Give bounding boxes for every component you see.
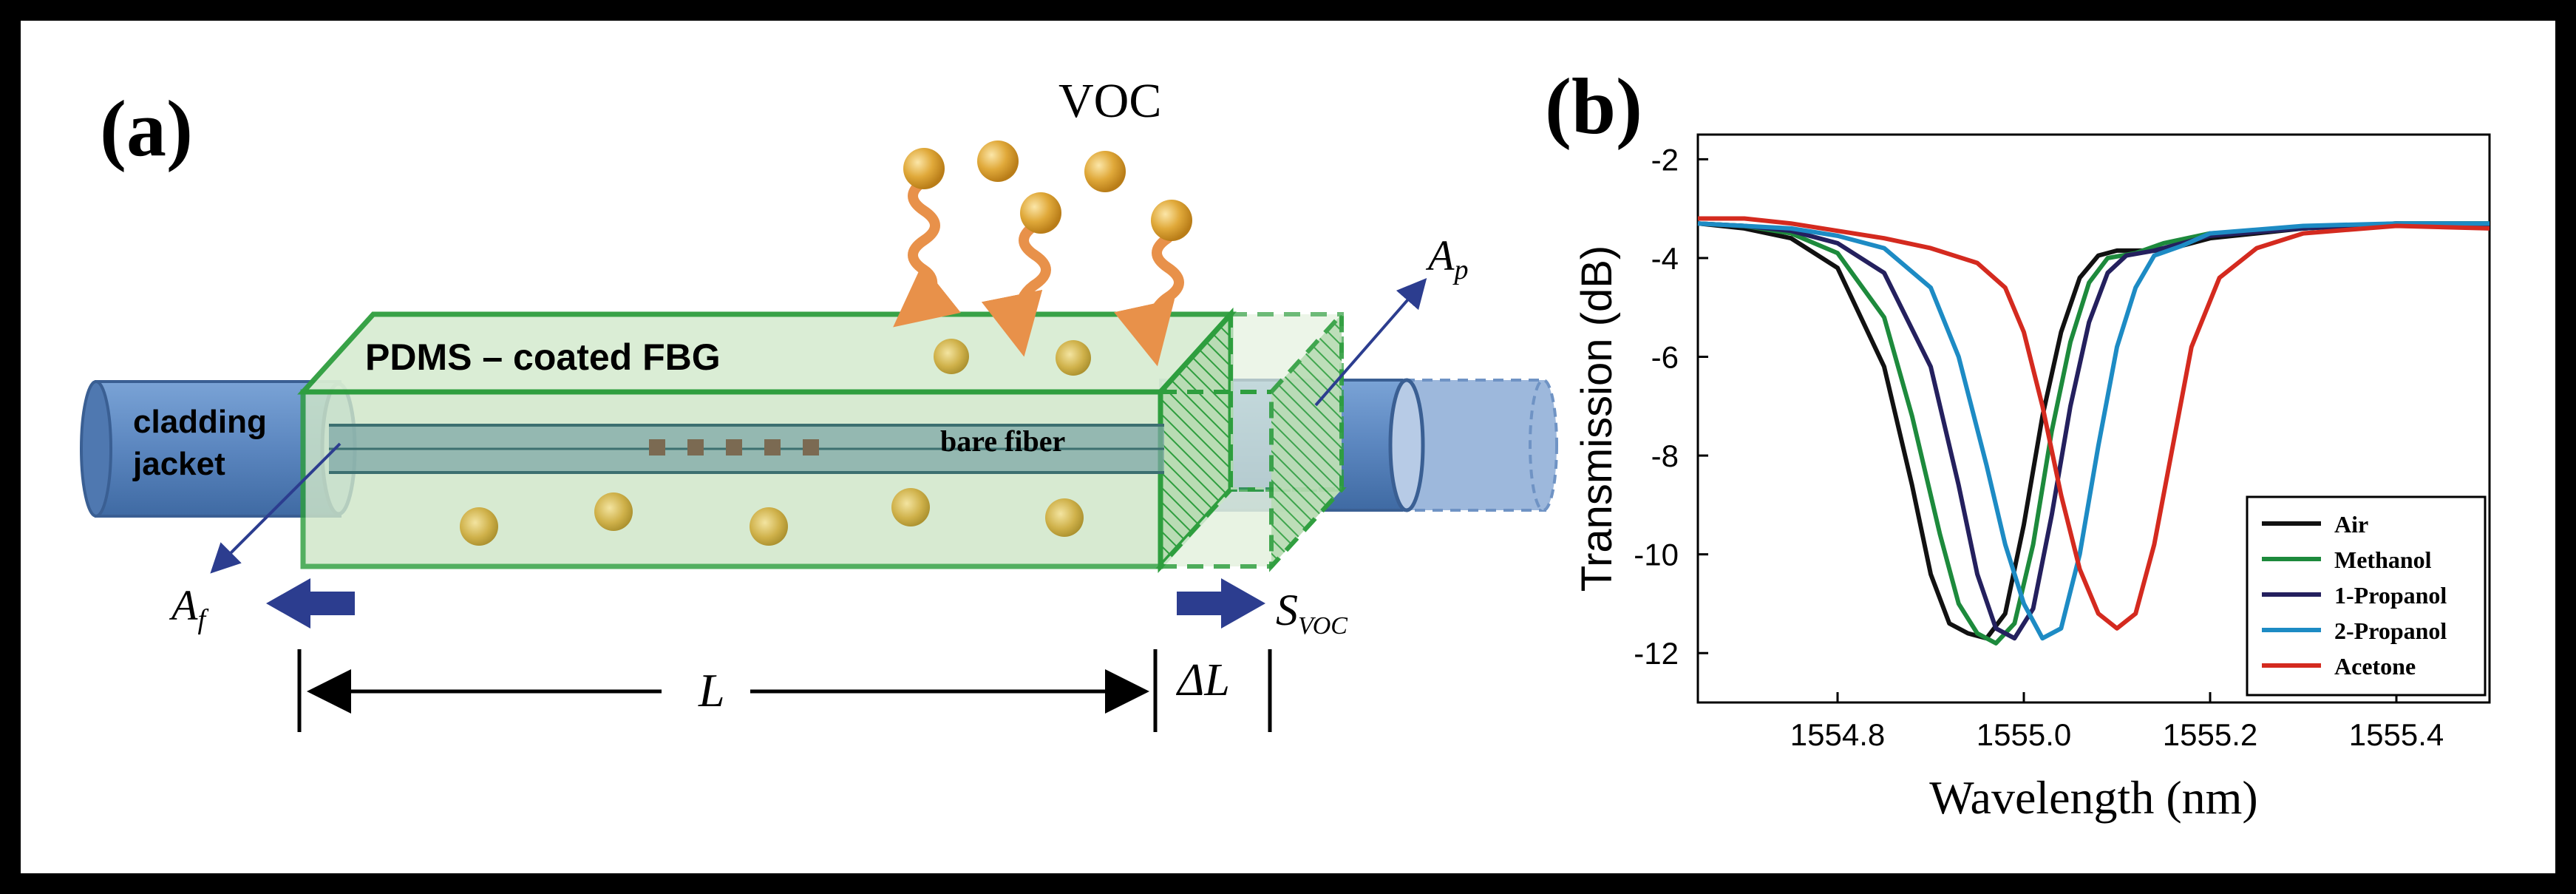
legend-label: 1-Propanol <box>2334 582 2447 609</box>
pdms-coating <box>297 307 1347 574</box>
y-tick-label: -6 <box>1651 340 1679 375</box>
ap-label: Ap <box>1425 231 1468 285</box>
x-tick-label: 1555.2 <box>2163 717 2257 752</box>
coating-label: PDMS – coated FBG <box>365 336 721 378</box>
cladding-label-line1: cladding <box>133 404 267 440</box>
voc-molecule <box>750 507 788 546</box>
voc-label: VOC <box>1058 74 1161 128</box>
y-tick-label: -4 <box>1651 241 1679 276</box>
y-tick-label: -2 <box>1651 142 1679 177</box>
panel-a: (a) VOC <box>80 74 1558 732</box>
af-force-arrow <box>266 578 355 629</box>
af-pointer <box>210 442 341 574</box>
panel-b-label: (b) <box>1545 63 1642 151</box>
voc-molecule <box>594 492 633 531</box>
x-tick-label: 1555.0 <box>1977 717 2071 752</box>
grating-mark <box>687 439 704 456</box>
voc-molecule <box>1084 151 1126 192</box>
diffusion-wave <box>1114 233 1184 367</box>
diffusion-wave <box>981 220 1051 357</box>
voc-molecule <box>1020 192 1061 234</box>
voc-molecule <box>1151 200 1192 241</box>
grating-mark <box>649 439 665 456</box>
panel-b: (b) 1554.8 1555.0 1555.2 1555.4 -2 -4 -6 -8 -10 -… <box>1545 63 2491 824</box>
series-line <box>1697 221 2490 641</box>
y-axis-label: Transmission (dB) <box>1573 245 1621 592</box>
plot-frame <box>1696 133 2491 704</box>
diffusion-wave <box>893 176 961 328</box>
grating-mark <box>764 439 781 456</box>
voc-molecule <box>903 148 945 189</box>
series-line <box>1697 221 2490 646</box>
y-tick-label: -10 <box>1634 538 1679 572</box>
ap-pointer <box>1314 277 1427 407</box>
x-tick-label: 1555.4 <box>2349 717 2444 752</box>
absorbed-voc-particles <box>460 339 1091 546</box>
transmission-chart: 1554.8 1555.0 1555.2 1555.4 -2 -4 -6 -8 -10 -12Wa… <box>1573 133 2491 824</box>
voc-molecule <box>934 339 969 374</box>
voc-molecule <box>891 488 930 526</box>
bare-fiber <box>329 424 1164 474</box>
voc-molecule <box>1045 498 1084 537</box>
svoc-force-arrow <box>1177 578 1265 629</box>
legend-label: Air <box>2334 511 2368 538</box>
legend-label: Methanol <box>2334 546 2432 573</box>
cladding-label-line2: jacket <box>132 446 225 482</box>
length-dimension <box>297 649 1272 732</box>
svoc-label: SVOC <box>1276 586 1348 640</box>
af-label: Af <box>169 581 208 635</box>
delta-length-label: ΔL <box>1175 655 1230 705</box>
voc-molecule <box>977 140 1019 182</box>
length-label: L <box>698 664 725 717</box>
grating-mark <box>803 439 819 456</box>
series-line <box>1698 216 2490 631</box>
y-tick-label: -8 <box>1651 438 1679 473</box>
panel-a-label: (a) <box>100 85 193 173</box>
x-tick-label: 1554.8 <box>1790 717 1885 752</box>
legend-label: Acetone <box>2334 653 2416 680</box>
grating-mark <box>726 439 742 456</box>
legend-label: 2-Propanol <box>2334 617 2447 644</box>
x-axis-label: Wavelength (nm) <box>1929 771 2257 824</box>
y-tick-label: -12 <box>1634 636 1679 671</box>
voc-molecule <box>460 507 498 546</box>
bare-fiber-label: bare fiber <box>940 424 1065 458</box>
incoming-voc-particles <box>893 140 1192 367</box>
voc-molecule <box>1056 340 1091 376</box>
